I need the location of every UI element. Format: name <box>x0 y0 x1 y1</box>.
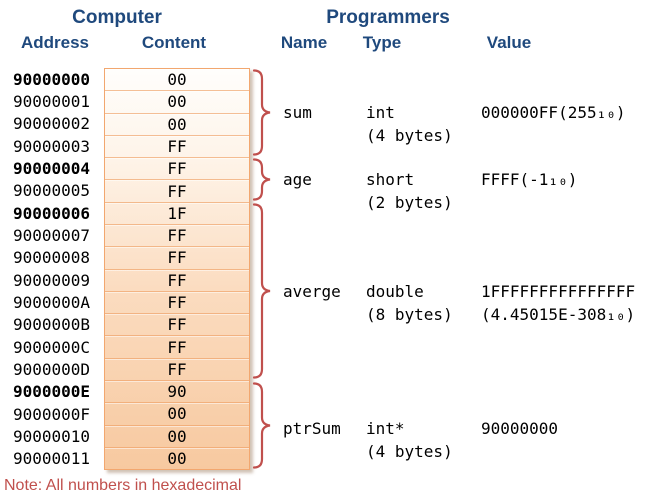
type-bytes-line: (8 bytes) <box>366 305 453 324</box>
memory-cell: 00 <box>105 69 249 90</box>
type-bytes-line: (4 bytes) <box>366 442 453 461</box>
programmers-section-title: Programmers <box>326 7 450 28</box>
address-label: 90000010 <box>13 426 91 446</box>
address-label: 90000011 <box>13 449 91 469</box>
type-line: int* <box>366 419 405 438</box>
variable-type-age: short (2 bytes) <box>366 168 453 214</box>
address-label: 9000000F <box>13 404 91 424</box>
address-label: 90000003 <box>13 136 91 156</box>
address-label: 90000000 <box>13 69 91 89</box>
value-line: 1FFFFFFFFFFFFFFF <box>481 282 636 301</box>
brace-sum <box>252 69 271 156</box>
address-label: 90000009 <box>13 270 91 290</box>
column-header-name: Name <box>280 33 328 52</box>
memory-cell: 00 <box>105 112 249 135</box>
variable-name-sum: sum <box>283 103 312 122</box>
variable-name-age: age <box>283 170 312 189</box>
address-label: 90000005 <box>13 181 91 201</box>
memory-cell: FF <box>105 357 249 380</box>
column-header-value: Value <box>486 33 532 52</box>
value-line: 90000000 <box>481 419 559 438</box>
memory-cell: 00 <box>105 90 249 112</box>
address-label: 90000006 <box>13 203 91 223</box>
address-label: 90000008 <box>13 248 91 268</box>
variable-value-age: FFFF(-1₁₀) <box>481 168 577 191</box>
address-label: 9000000D <box>13 359 91 379</box>
variable-name-averge: averge <box>283 282 341 301</box>
address-label: 9000000C <box>13 337 91 357</box>
variable-type-ptrsum: int* (4 bytes) <box>366 417 453 463</box>
address-label: 90000001 <box>13 91 91 111</box>
memory-cell: FF <box>105 134 249 157</box>
memory-cell: FF <box>105 157 249 179</box>
variable-type-averge: double (8 bytes) <box>366 280 453 326</box>
variable-value-averge: 1FFFFFFFFFFFFFFF (4.45015E-308₁₀) <box>481 280 635 326</box>
type-line: int <box>366 103 395 122</box>
address-label: 9000000E <box>13 382 91 402</box>
address-label: 90000007 <box>13 225 91 245</box>
value-line: FFFF(-1₁₀) <box>481 170 578 189</box>
address-label: 90000002 <box>13 114 91 134</box>
address-label: 9000000B <box>13 315 91 335</box>
memory-cell: FF <box>105 290 249 313</box>
column-header-type: Type <box>362 33 402 52</box>
column-header-content: Content <box>141 33 207 52</box>
memory-cell: 00 <box>105 424 249 447</box>
type-line: short <box>366 170 415 189</box>
value-line2: (4.45015E-308₁₀) <box>481 305 636 324</box>
type-line: double <box>366 282 424 301</box>
brace-averge <box>252 203 271 379</box>
memory-cell: FF <box>105 335 249 357</box>
memory-cell: FF <box>105 223 249 246</box>
variable-type-sum: int (4 bytes) <box>366 101 453 147</box>
variable-value-sum: 000000FF(255₁₀) <box>481 101 626 124</box>
address-label: 9000000A <box>13 292 91 312</box>
type-bytes-line: (2 bytes) <box>366 193 453 212</box>
variable-value-ptrsum: 90000000 <box>481 417 558 440</box>
memory-cell: 00 <box>105 446 249 469</box>
column-header-address: Address <box>20 33 90 52</box>
computer-section-title: Computer <box>72 7 162 28</box>
hexadecimal-note: Note: All numbers in hexadecimal <box>4 477 242 494</box>
type-bytes-line: (4 bytes) <box>366 126 453 145</box>
brace-ptrSum <box>252 382 271 469</box>
memory-cell: FF <box>105 313 249 335</box>
memory-cell: FF <box>105 246 249 268</box>
address-label: 90000004 <box>13 158 91 178</box>
memory-cell: 1F <box>105 201 249 224</box>
memory-cell: FF <box>105 268 249 291</box>
memory-cell: 90 <box>105 379 249 402</box>
variable-name-ptrsum: ptrSum <box>283 419 341 438</box>
memory-cell: 00 <box>105 402 249 424</box>
brace-age <box>252 158 271 201</box>
memory-cell: FF <box>105 179 249 201</box>
value-line: 000000FF(255₁₀) <box>481 103 626 122</box>
